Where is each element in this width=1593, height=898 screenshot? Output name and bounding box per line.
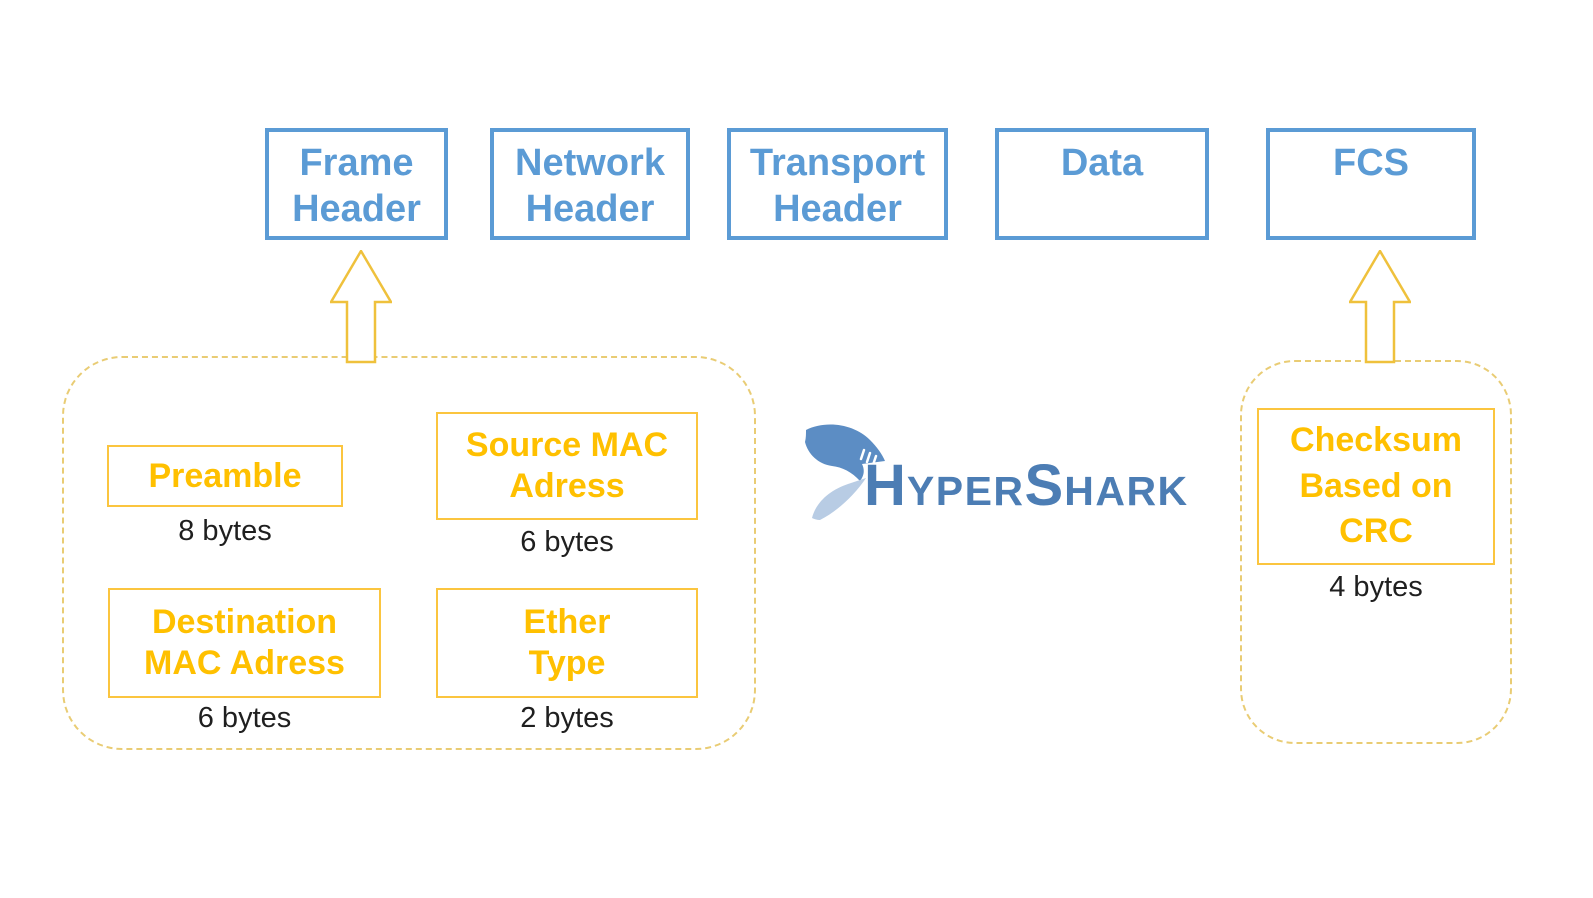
field-checksum-crc: Checksum Based on CRC (1257, 408, 1495, 565)
brand-letters-yper: YPER (906, 468, 1025, 514)
field-preamble-size: 8 bytes (178, 515, 272, 547)
field-checksum-crc-label-line2: Based on (1299, 466, 1453, 505)
field-destination-mac-label-line1: Destination (151, 603, 338, 642)
field-source-mac-label-line1: Source MAC (465, 426, 669, 465)
frame-header-detail-panel (62, 356, 756, 750)
up-arrow-icon (1349, 250, 1411, 364)
brand-letter-h: H (864, 453, 907, 518)
box-transport-header: Transport Header (727, 128, 948, 240)
brand-wordmark: H YPER S HARK (864, 452, 1189, 519)
field-checksum-crc-label-line1: Checksum (1290, 420, 1462, 459)
up-arrow-icon (330, 250, 392, 364)
field-source-mac: Source MAC Adress (436, 412, 698, 520)
box-transport-header-label: Transport Header (749, 142, 926, 231)
box-frame-header: Frame Header (265, 128, 448, 240)
box-data-label: Data (1060, 142, 1144, 184)
field-destination-mac-label-line2: MAC Adress (144, 644, 345, 682)
field-ether-type-label-line2: Type (528, 644, 606, 682)
field-checksum-crc-label-line3: CRC (1339, 512, 1413, 551)
field-source-mac-label-line2: Adress (509, 467, 625, 505)
box-fcs: FCS (1266, 128, 1476, 240)
shark-icon (805, 424, 885, 520)
box-fcs-label: FCS (1333, 142, 1409, 184)
field-ether-type-size: 2 bytes (520, 702, 614, 734)
brand-letter-s: S (1024, 453, 1065, 518)
box-network-header: Network Header (490, 128, 690, 240)
box-network-header-label: Network Header (515, 142, 665, 231)
box-data: Data (995, 128, 1209, 240)
field-preamble-label: Preamble (148, 456, 302, 495)
field-ether-type-label-line1: Ether (523, 603, 611, 642)
field-destination-mac-size: 6 bytes (197, 702, 292, 734)
brand-letters-hark: HARK (1064, 468, 1189, 514)
field-source-mac-size: 6 bytes (520, 526, 614, 558)
box-frame-header-label: Frame Header (292, 142, 421, 231)
field-ether-type: Ether Type (436, 588, 698, 698)
field-destination-mac: Destination MAC Adress (108, 588, 381, 698)
field-checksum-crc-size: 4 bytes (1329, 571, 1423, 603)
field-preamble: Preamble (107, 445, 343, 507)
